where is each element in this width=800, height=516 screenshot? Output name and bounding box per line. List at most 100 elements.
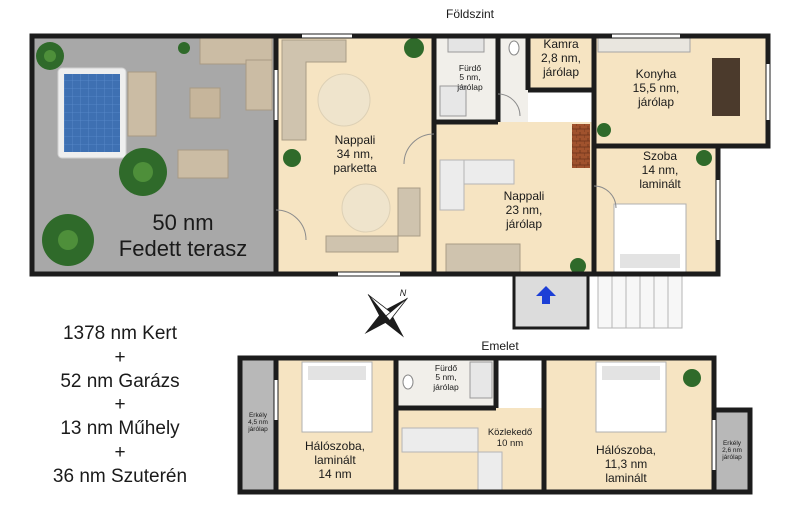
windows bbox=[274, 380, 716, 470]
room-name: Erkély bbox=[248, 412, 268, 419]
summary-line: 52 nm Garázs bbox=[60, 370, 180, 392]
entrance-arrow-icon bbox=[536, 286, 556, 304]
shower bbox=[469, 361, 493, 399]
room-name: Szoba bbox=[642, 149, 678, 163]
stairs bbox=[401, 427, 503, 491]
plant-icon bbox=[683, 369, 701, 387]
brick-column bbox=[572, 124, 590, 168]
room-floor-type: járólap bbox=[637, 94, 675, 109]
balcony-right-floor bbox=[714, 410, 750, 492]
room-floor-type: laminált bbox=[639, 176, 681, 191]
room-area: 11,3 nm bbox=[604, 456, 648, 471]
ground-floor bbox=[29, 33, 771, 330]
summary-line: + bbox=[114, 394, 126, 416]
ground-floor-walls bbox=[29, 33, 771, 277]
stairs bbox=[439, 159, 515, 211]
room-area: 23 nm, bbox=[505, 202, 543, 217]
room-label-erkely-right: Erkély 2,6 nm járólap bbox=[714, 440, 750, 461]
room-name: Közlekedő bbox=[487, 427, 533, 438]
room-floor-type: járólap bbox=[505, 216, 543, 231]
room-name: Fürdő bbox=[458, 63, 482, 73]
bed-pillows bbox=[602, 366, 660, 380]
room-floor-type: járólap bbox=[542, 64, 580, 79]
room-label-nappali-small: Nappali 23 nm, járólap bbox=[480, 189, 568, 231]
room-label-furdo: Fürdő 5 nm, járólap bbox=[444, 63, 496, 92]
room-area: 34 nm, bbox=[336, 146, 374, 161]
upper-floor bbox=[237, 355, 753, 495]
compass-icon bbox=[364, 294, 408, 338]
terrace-area: 50 nm bbox=[152, 210, 214, 235]
room-name: Konyha bbox=[635, 67, 677, 81]
outside-steps bbox=[597, 275, 683, 329]
balcony-left-floor bbox=[240, 358, 276, 492]
plant-icon bbox=[570, 258, 586, 274]
room-area: 5 nm, bbox=[459, 72, 481, 83]
room-name: Nappali bbox=[503, 189, 545, 203]
windows bbox=[274, 34, 770, 276]
room-floor-type: laminált bbox=[314, 452, 356, 467]
ground-floor-title: Földszint bbox=[445, 7, 495, 21]
room-label-kamra: Kamra 2,8 nm, járólap bbox=[530, 37, 592, 79]
terrace-table bbox=[189, 87, 221, 119]
room-floor-type: járólap bbox=[457, 81, 483, 92]
doors bbox=[275, 93, 617, 241]
room-name: Nappali bbox=[334, 133, 376, 147]
room-label-szoba: Szoba 14 nm, laminált bbox=[620, 149, 700, 191]
room-floor-type: járólap bbox=[248, 426, 268, 434]
shower bbox=[439, 85, 467, 117]
room-name: Hálószoba, bbox=[304, 439, 366, 453]
room-floor-type: parketta bbox=[333, 160, 377, 175]
plant-icon bbox=[597, 123, 611, 137]
room-floor-type: járólap bbox=[722, 454, 742, 462]
room-floor-type: járólap bbox=[433, 381, 459, 392]
room-name: Hálószoba, bbox=[595, 443, 657, 457]
room-floor-type: laminált bbox=[605, 470, 647, 485]
rug-top bbox=[317, 73, 371, 127]
room-area: 10 nm bbox=[496, 437, 524, 449]
room-label-konyha: Konyha 15,5 nm, járólap bbox=[612, 67, 700, 109]
pool-water bbox=[64, 74, 120, 152]
terrace-label: 50 nm Fedett terasz bbox=[88, 210, 278, 263]
summary-line: 13 nm Műhely bbox=[60, 418, 180, 439]
bed-pillows bbox=[620, 254, 680, 268]
plant-icon bbox=[36, 42, 190, 266]
summary-line: + bbox=[114, 346, 126, 368]
kitchen-counter bbox=[597, 37, 691, 53]
room-label-nappali-large: Nappali 34 nm, parketta bbox=[300, 133, 410, 175]
summary-line: 36 nm Szuterén bbox=[52, 465, 188, 487]
upper-floor-title: Emelet bbox=[481, 339, 519, 353]
terrace-armchair bbox=[127, 71, 157, 137]
room-area: 5 nm, bbox=[435, 372, 457, 383]
dining-table bbox=[712, 58, 740, 116]
bed-pillows bbox=[308, 366, 366, 380]
plant-icon bbox=[283, 149, 301, 167]
sofa-l-top bbox=[281, 39, 347, 141]
room-label-furdo-upper: Fürdő 5 nm, járólap bbox=[420, 363, 472, 392]
room-area: 15,5 nm, bbox=[632, 80, 680, 95]
room-area: 4,5 nm bbox=[248, 419, 268, 427]
toilet bbox=[508, 40, 520, 56]
room-label-erkely-left: Erkély 4,5 nm járólap bbox=[240, 412, 276, 433]
terrace-sofa-small bbox=[177, 149, 229, 179]
room-name: Fürdő bbox=[434, 363, 458, 373]
toilet bbox=[402, 374, 414, 390]
room-name: Kamra bbox=[543, 37, 579, 51]
plant-icon bbox=[404, 38, 424, 58]
room-label-haloszoba-right: Hálószoba, 11,3 nm laminált bbox=[578, 443, 674, 485]
room-area: 2,8 nm, bbox=[540, 50, 582, 65]
room-area: 14 nm bbox=[318, 466, 352, 481]
room-area: 2,6 nm bbox=[722, 447, 742, 455]
room-label-kozlekedo: Közlekedő 10 nm bbox=[478, 427, 542, 450]
pantry-floor bbox=[528, 36, 594, 90]
summary-line: 1378 nm Kert bbox=[62, 323, 178, 344]
room-label-haloszoba-left: Hálószoba, laminált 14 nm bbox=[290, 439, 380, 481]
rug-bottom bbox=[341, 183, 391, 233]
terrace-sofa-right bbox=[245, 59, 273, 111]
summary-line: + bbox=[114, 441, 126, 463]
terrace-name: Fedett terasz bbox=[118, 236, 248, 262]
compass-north-label: N bbox=[399, 288, 407, 298]
plant-icon bbox=[696, 150, 712, 166]
property-summary: 1378 nm Kert + 52 nm Garázs + 13 nm Műhe… bbox=[0, 322, 240, 488]
entrance-porch bbox=[512, 272, 590, 330]
